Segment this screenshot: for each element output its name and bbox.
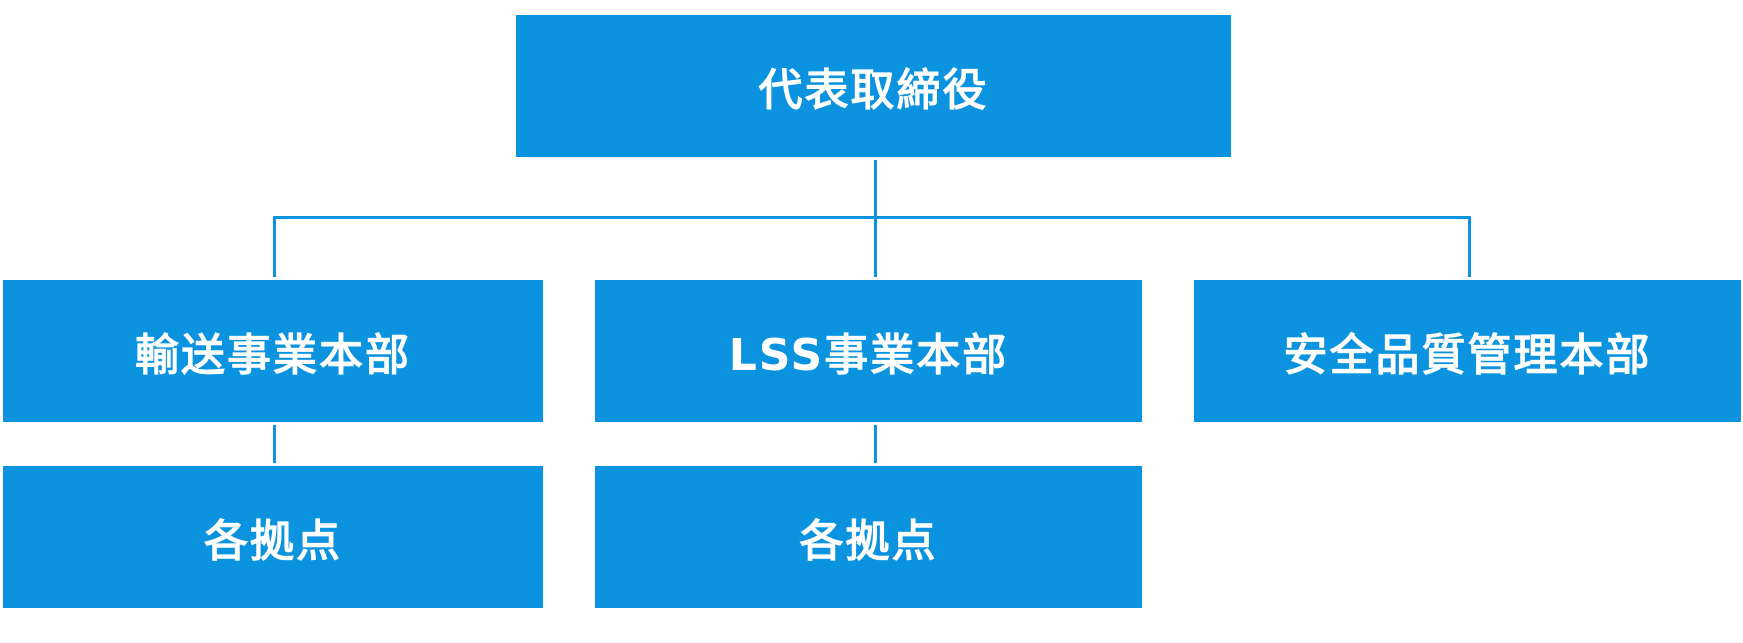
connector-horizontal-bus	[273, 216, 1471, 219]
node-ceo: 代表取締役	[516, 15, 1231, 157]
connector-to-transport-division	[273, 216, 276, 277]
node-lss-branches-label: 各拠点	[799, 516, 938, 567]
node-transport-division: 輸送事業本部	[3, 280, 543, 422]
node-ceo-label: 代表取締役	[758, 65, 989, 116]
node-safety-quality-division: 安全品質管理本部	[1194, 280, 1741, 422]
node-lss-division-label: LSS事業本部	[728, 330, 1009, 381]
node-safety-quality-division-label: 安全品質管理本部	[1283, 330, 1652, 381]
node-transport-branches-label: 各拠点	[204, 516, 342, 567]
connector-to-safety-division	[1468, 216, 1471, 277]
node-transport-division-label: 輸送事業本部	[135, 330, 411, 381]
connector-transport-to-branches	[273, 425, 276, 463]
connector-lss-to-branches	[874, 425, 877, 463]
node-lss-division: LSS事業本部	[595, 280, 1142, 422]
node-lss-branches: 各拠点	[595, 466, 1142, 608]
node-transport-branches: 各拠点	[3, 466, 543, 608]
